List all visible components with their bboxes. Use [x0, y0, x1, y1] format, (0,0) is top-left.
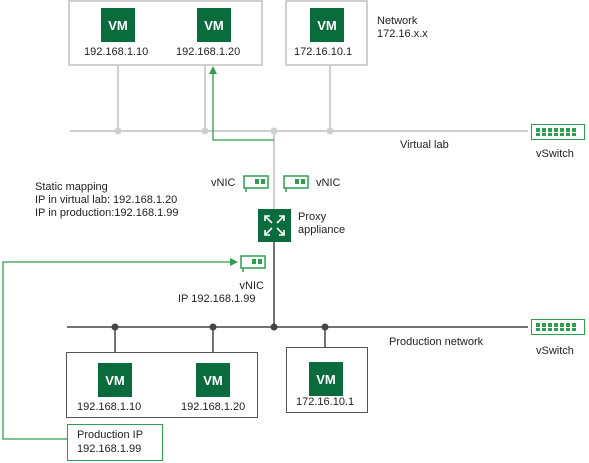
production-vm-group-2: VM 172.16.10.1: [286, 347, 368, 413]
vm-ip-label: 172.16.10.1: [296, 396, 355, 408]
mapping-arrow-bottom: [230, 258, 238, 266]
virtual-lab-junctions: [114, 127, 334, 135]
proxy-label: Proxy appliance: [298, 211, 346, 236]
production-network-label: Production network: [389, 336, 484, 348]
production-vm-group: VM 192.168.1.10 VM 192.168.1.20: [66, 352, 258, 418]
vm-icon: VM: [197, 8, 231, 42]
vm-ip-label: 172.16.10.1: [294, 46, 353, 58]
production-ip-box: Production IP 192.168.1.99: [67, 424, 163, 461]
vswitch-label: vSwitch: [536, 148, 574, 160]
vm-icon: VM: [310, 8, 344, 42]
vm-ip-label: 192.168.1.20: [176, 46, 241, 58]
mapping-arrow-top: [209, 66, 217, 74]
nic-icon: [243, 174, 269, 197]
nic-icon: [240, 254, 266, 277]
mapping-path-top: [212, 72, 274, 141]
nic-icon: [283, 174, 309, 197]
vnic-label: vNIC: [316, 177, 341, 189]
vswitch-icon: [531, 319, 585, 340]
vswitch-label: vSwitch: [536, 345, 574, 357]
vswitch-icon: [531, 124, 585, 145]
production-network: [67, 326, 528, 352]
mapping-path-bottom: [2, 261, 232, 440]
network-label: Network 172.16.x.x: [377, 15, 428, 40]
virtual-lab-network: [70, 66, 528, 132]
production-junctions: [111, 323, 329, 331]
vm-icon: VM: [98, 363, 132, 397]
vm-icon: VM: [196, 363, 230, 397]
vnic-label: vNIC: [211, 177, 236, 189]
proxy-appliance-icon: [258, 209, 291, 242]
vm-icon: VM: [309, 362, 343, 396]
virtual-lab-vm-group: VM 192.168.1.10 VM 192.168.1.20: [68, 0, 263, 66]
vm-ip-label: 192.168.1.10: [84, 46, 149, 58]
virtual-lab-vm-group-2: VM 172.16.10.1: [285, 0, 368, 66]
vm-icon: VM: [101, 8, 135, 42]
virtual-lab-label: Virtual lab: [400, 139, 449, 151]
proxy-vnic-label: vNIC IP 192.168.1.99: [178, 280, 264, 305]
static-mapping-note: Static mapping IP in virtual lab: 192.16…: [35, 181, 179, 219]
vm-ip-label: 192.168.1.10: [77, 401, 142, 413]
vm-ip-label: 192.168.1.20: [181, 401, 246, 413]
